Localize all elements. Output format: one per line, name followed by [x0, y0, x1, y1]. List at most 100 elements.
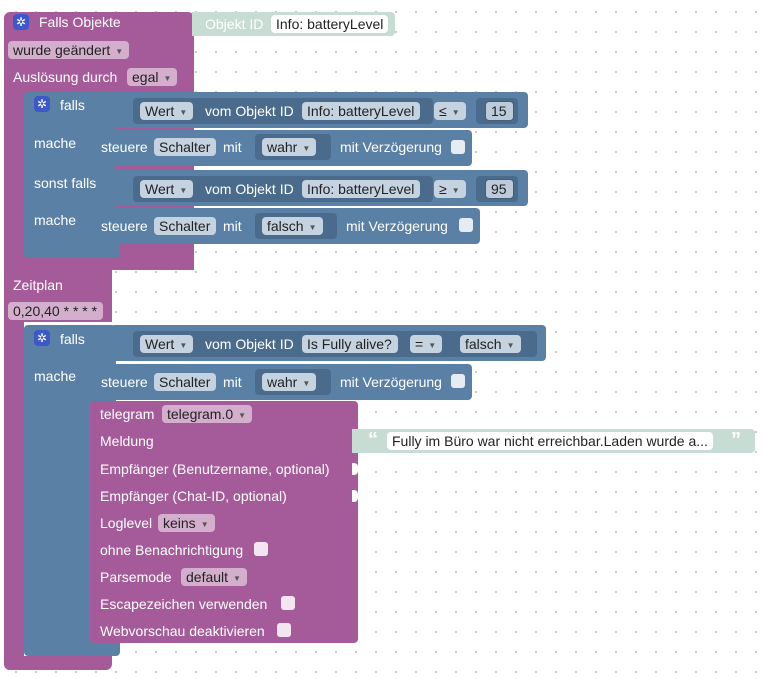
- triangle-down-icon: ▼: [238, 411, 247, 420]
- if-block-2-bottom: [24, 640, 120, 656]
- mit-label: mit: [223, 374, 242, 390]
- mache-label: mache: [34, 368, 77, 384]
- escapezeichen-label: Escapezeichen verwenden: [100, 596, 268, 612]
- quote-close-icon: ”: [731, 429, 741, 451]
- triangle-down-icon: ▼: [163, 74, 172, 83]
- loglevel-label: Loglevel: [100, 515, 153, 531]
- wert-value: Wert: [145, 336, 175, 352]
- wert-value: Wert: [145, 181, 175, 197]
- objekt-id-field[interactable]: Info: batteryLevel: [302, 180, 421, 198]
- event-dropdown-value: wurde geändert: [13, 42, 111, 58]
- mache-label: mache: [34, 212, 77, 228]
- operator-dropdown[interactable]: ≤▼: [434, 102, 466, 120]
- parsemode-label: Parsemode: [100, 569, 172, 585]
- value-dropdown[interactable]: falsch ▼: [262, 217, 323, 235]
- empfaenger-user-socket[interactable]: [352, 463, 358, 475]
- ohne-benachrichtigung-checkbox[interactable]: [254, 542, 268, 556]
- mit-label: mit: [223, 218, 242, 234]
- wert-value: Wert: [145, 103, 175, 119]
- value-dropdown-value: wahr: [267, 139, 298, 155]
- event-dropdown[interactable]: wurde geändert ▼: [8, 41, 130, 59]
- operator-dropdown[interactable]: =▼: [410, 335, 443, 353]
- triangle-down-icon: ▼: [451, 186, 460, 195]
- operator-value: =: [415, 336, 424, 352]
- value-dropdown-value: wahr: [267, 374, 298, 390]
- verzoegerung-checkbox[interactable]: [451, 374, 465, 388]
- steuere-label: steuere: [101, 374, 148, 390]
- triangle-down-icon: ▼: [179, 341, 188, 350]
- vom-objekt-label: vom Objekt ID: [205, 103, 294, 119]
- value-dropdown[interactable]: falsch ▼: [460, 335, 521, 353]
- zeitplan-label: Zeitplan: [13, 277, 63, 293]
- empfaenger-chat-socket[interactable]: [352, 490, 358, 502]
- triangle-down-icon: ▼: [233, 574, 241, 583]
- vom-objekt-label: vom Objekt ID: [205, 181, 294, 197]
- webvorschau-label: Webvorschau deaktivieren: [100, 623, 265, 639]
- objekt-id-field[interactable]: Info: batteryLevel: [302, 102, 421, 120]
- meldung-label: Meldung: [100, 433, 154, 449]
- gear-icon[interactable]: ✲: [34, 330, 50, 346]
- parsemode-value: default: [186, 569, 229, 585]
- operator-value: ≤: [439, 103, 447, 119]
- triangle-down-icon: ▼: [179, 108, 188, 117]
- trigger-block-spine: [4, 268, 24, 670]
- gear-icon[interactable]: ✲: [34, 96, 50, 112]
- verzoegerung-label: mit Verzögerung: [346, 218, 448, 234]
- webvorschau-checkbox[interactable]: [277, 623, 291, 637]
- loglevel-dropdown[interactable]: keins ▼: [158, 514, 215, 532]
- schalter-field[interactable]: Schalter: [154, 217, 217, 235]
- verzoegerung-checkbox[interactable]: [451, 140, 465, 154]
- telegram-label: telegram: [100, 406, 155, 422]
- loglevel-value: keins: [163, 515, 196, 531]
- triangle-down-icon: ▼: [200, 520, 209, 529]
- escapezeichen-checkbox[interactable]: [281, 596, 295, 610]
- triangle-down-icon: ▼: [302, 379, 311, 388]
- schedule-block-bottom: [4, 656, 112, 670]
- objekt-id-field[interactable]: Is Fully alive?: [302, 335, 398, 353]
- empfaenger-user-label: Empfänger (Benutzername, optional): [100, 461, 330, 477]
- wert-dropdown[interactable]: Wert ▼: [140, 335, 194, 353]
- value-dropdown-value: falsch: [267, 218, 304, 234]
- objekt-id-label: Objekt ID: [205, 16, 264, 32]
- triangle-down-icon: ▼: [302, 144, 311, 153]
- operator-dropdown[interactable]: ≥▼: [434, 180, 466, 198]
- ausloesung-label: Auslösung durch: [13, 69, 118, 85]
- meldung-text-field[interactable]: Fully im Büro war nicht erreichbar.Laden…: [387, 432, 713, 450]
- schalter-field[interactable]: Schalter: [154, 138, 217, 156]
- ausloesung-value: egal: [132, 69, 159, 85]
- value-dropdown[interactable]: wahr ▼: [262, 138, 317, 156]
- cron-field[interactable]: 0,20,40 * * * *: [8, 302, 104, 320]
- empfaenger-chat-label: Empfänger (Chat-ID, optional): [100, 488, 287, 504]
- triangle-down-icon: ▼: [115, 47, 124, 56]
- verzoegerung-label: mit Verzögerung: [340, 374, 442, 390]
- steuere-label: steuere: [101, 139, 148, 155]
- triangle-down-icon: ▼: [308, 223, 317, 232]
- objekt-id-value[interactable]: Info: batteryLevel: [271, 15, 389, 33]
- verzoegerung-checkbox[interactable]: [459, 218, 473, 232]
- wert-dropdown[interactable]: Wert▼: [140, 180, 194, 198]
- telegram-instance-dropdown[interactable]: telegram.0 ▼: [162, 405, 253, 423]
- triangle-down-icon: ▼: [451, 108, 460, 117]
- number-field[interactable]: 15: [485, 101, 514, 121]
- gear-icon[interactable]: ✲: [13, 14, 29, 30]
- quote-open-icon: “: [368, 429, 378, 451]
- telegram-instance-value: telegram.0: [167, 406, 234, 422]
- telegram-block[interactable]: [90, 401, 358, 643]
- sonst-falls-label: sonst falls: [34, 175, 97, 191]
- value-dropdown-value: falsch: [465, 336, 502, 352]
- if-block-1-bottom: [24, 244, 120, 258]
- triangle-down-icon: ▼: [428, 341, 437, 350]
- wert-dropdown[interactable]: Wert ▼: [140, 102, 194, 120]
- mit-label: mit: [223, 139, 242, 155]
- number-field[interactable]: 95: [485, 179, 514, 199]
- falls-label: falls: [60, 331, 85, 347]
- parsemode-dropdown[interactable]: default ▼: [181, 568, 247, 586]
- ohne-benachrichtigung-label: ohne Benachrichtigung: [100, 542, 244, 558]
- ausloesung-dropdown[interactable]: egal ▼: [127, 68, 178, 86]
- operator-value: ≥: [439, 181, 447, 197]
- verzoegerung-label: mit Verzögerung: [340, 139, 442, 155]
- schalter-field[interactable]: Schalter: [154, 373, 217, 391]
- value-dropdown[interactable]: wahr ▼: [262, 373, 317, 391]
- triangle-down-icon: ▼: [506, 341, 515, 350]
- vom-objekt-label: vom Objekt ID: [205, 336, 294, 352]
